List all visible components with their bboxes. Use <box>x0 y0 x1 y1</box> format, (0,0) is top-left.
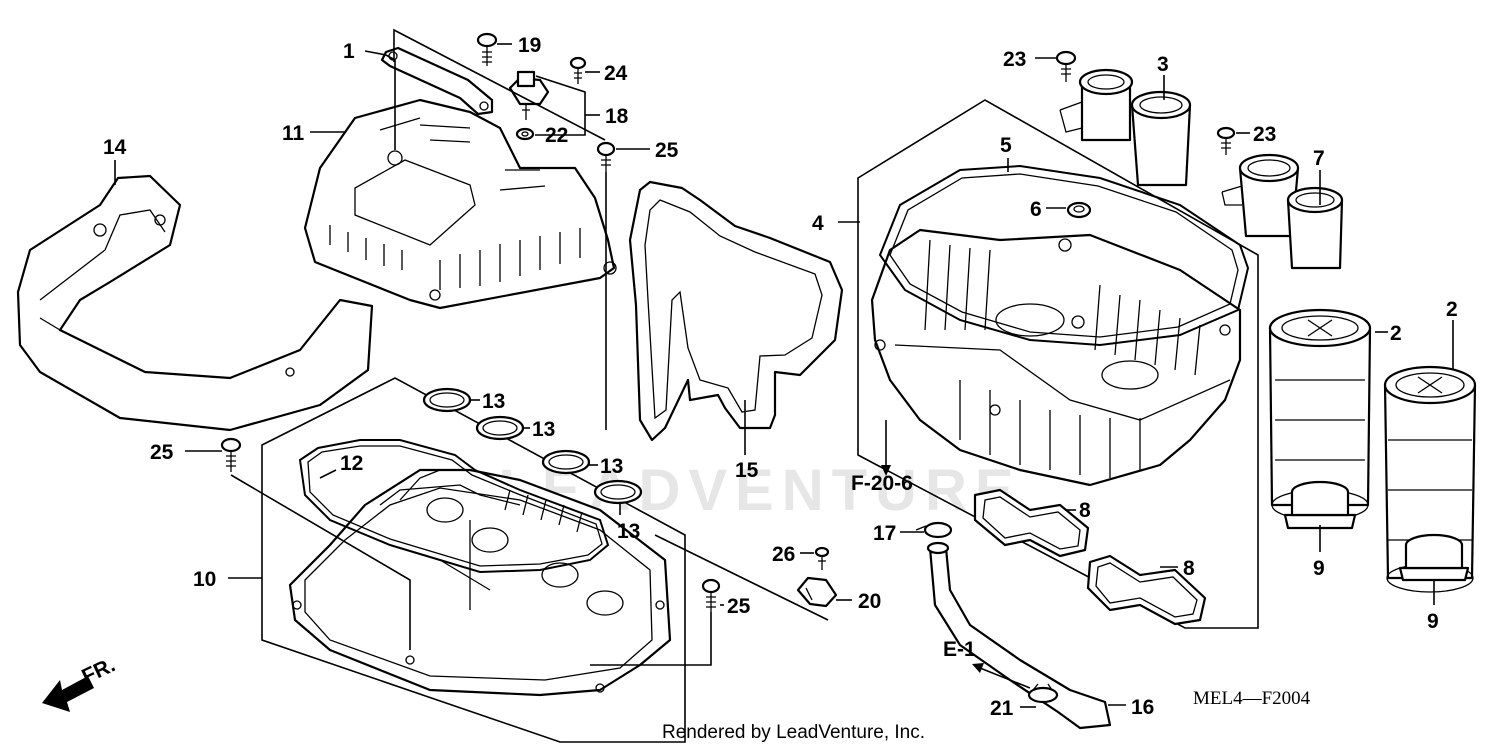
washer-part-6 <box>1066 201 1092 219</box>
callout-21: 21 <box>990 697 1014 720</box>
leader-lines <box>114 28 1454 708</box>
callout-2-a: 2 <box>1390 322 1402 345</box>
callout-13-c: 13 <box>600 455 623 478</box>
callout-18: 18 <box>605 105 629 128</box>
funnel-part-3 <box>1059 68 1192 187</box>
diagram-code: MEL4—F2004 <box>1193 688 1311 709</box>
callout-3: 3 <box>1157 53 1169 76</box>
gasket-part-8-b <box>1086 554 1207 626</box>
o-ring-part-13-a <box>422 387 472 413</box>
funnel-part-7 <box>1221 153 1344 270</box>
callout-23-b: 23 <box>1253 123 1276 146</box>
callout-6: 6 <box>1030 198 1042 221</box>
callout-22: 22 <box>545 124 568 147</box>
o-ring-part-13-d <box>593 479 643 505</box>
callout-17: 17 <box>873 522 896 545</box>
screw-part-25-top <box>596 141 616 172</box>
callout-25-top: 25 <box>655 139 679 162</box>
hose-part-16 <box>926 541 1112 730</box>
callout-13-b: 13 <box>532 418 555 441</box>
air-cleaner-cover-part-11 <box>303 98 617 310</box>
callout-13-d: 13 <box>617 520 640 543</box>
clamp-part-20 <box>796 576 838 608</box>
callout-19: 19 <box>518 34 541 57</box>
lower-case-part-10 <box>261 377 686 743</box>
side-cover-part-14 <box>16 174 374 432</box>
arrowhead-f-20-6 <box>881 465 891 476</box>
screw-part-23-b <box>1216 126 1236 155</box>
seal-part-15 <box>628 180 844 442</box>
gasket-part-12 <box>298 439 610 574</box>
screw-part-25-lower <box>701 578 721 612</box>
arrowhead-e-1 <box>972 663 984 673</box>
callout-7: 7 <box>1313 147 1325 170</box>
callout-23-a: 23 <box>1003 48 1026 71</box>
callout-5: 5 <box>1000 134 1012 157</box>
callout-12: 12 <box>340 452 363 475</box>
callout-8-a: 8 <box>1079 499 1091 522</box>
callout-4: 4 <box>812 212 824 235</box>
callout-25-left: 25 <box>150 441 174 464</box>
screw-part-23-a <box>1055 50 1077 82</box>
gasket-part-5 <box>878 164 1250 347</box>
callout-8-b: 8 <box>1183 557 1195 580</box>
credit-text: Rendered by LeadVenture, Inc. <box>662 722 925 743</box>
callout-14: 14 <box>103 136 127 159</box>
o-ring-part-13-c <box>541 449 591 475</box>
screw-part-24 <box>569 56 587 84</box>
clip-part-17 <box>915 521 953 539</box>
callout-9-a: 9 <box>1313 557 1325 580</box>
clip-part-21 <box>1027 683 1059 704</box>
o-ring-part-13-b <box>475 415 525 441</box>
front-direction-arrow-icon <box>42 676 94 712</box>
gasket-part-8-a <box>973 488 1090 558</box>
callout-20: 20 <box>858 590 881 613</box>
fitting-part-18 <box>508 70 550 120</box>
screw-part-19 <box>476 32 498 66</box>
callout-2-b: 2 <box>1446 298 1458 321</box>
callout-25-lower: 25 <box>727 595 751 618</box>
callout-24: 24 <box>604 62 628 85</box>
callout-26: 26 <box>772 543 795 566</box>
filter-element-part-2-b <box>1383 365 1477 593</box>
reference-f-20-6: F-20-6 <box>851 472 913 495</box>
callout-11: 11 <box>282 122 305 145</box>
screw-part-26 <box>814 546 830 570</box>
screw-part-25-left <box>220 437 242 472</box>
washer-part-22 <box>515 127 535 141</box>
callout-10: 10 <box>193 568 216 591</box>
reference-e-1: E-1 <box>943 638 976 661</box>
callout-16: 16 <box>1131 696 1154 719</box>
callout-9-b: 9 <box>1427 610 1439 633</box>
callout-15: 15 <box>735 459 759 482</box>
ring-part-9-b <box>1398 533 1470 582</box>
bracket-part-1 <box>380 46 494 116</box>
callout-13-a: 13 <box>482 390 505 413</box>
callout-1: 1 <box>343 40 355 63</box>
ring-part-9-a <box>1283 480 1357 530</box>
